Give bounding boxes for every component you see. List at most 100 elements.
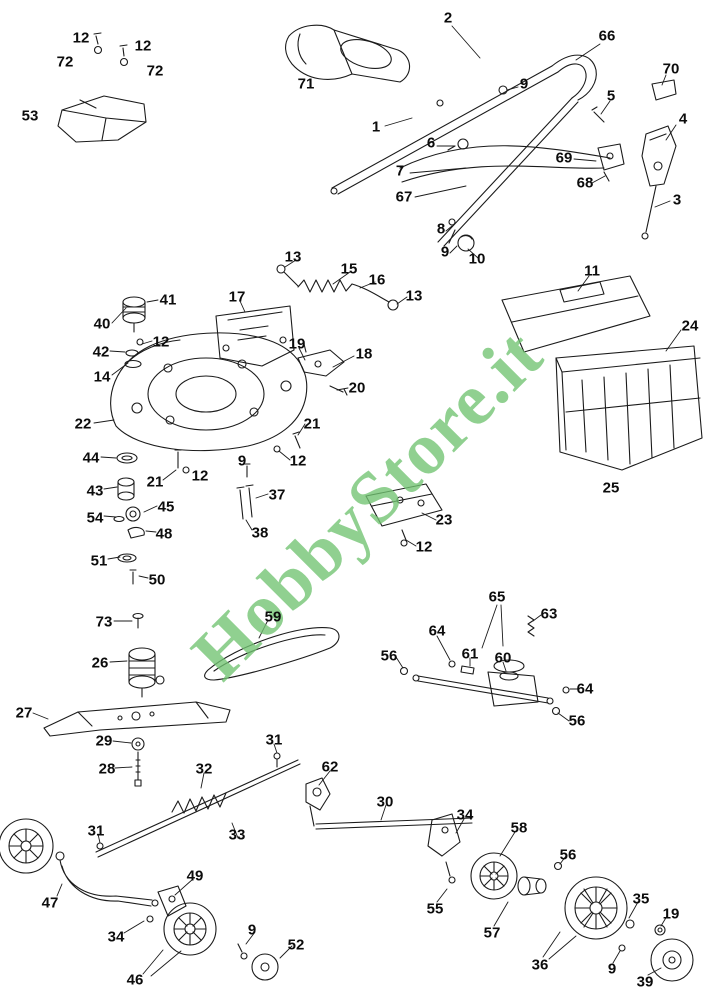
- part-label-7: 7: [395, 162, 405, 180]
- screw-73: [132, 612, 144, 629]
- plate-23: [365, 483, 443, 527]
- leader-lines: [32, 25, 682, 977]
- part-label-37: 37: [268, 486, 286, 504]
- part-label-2: 2: [443, 9, 453, 27]
- fasteners-top-left: [93, 32, 129, 67]
- part-label-8: 8: [436, 220, 446, 238]
- part-label-52: 52: [287, 936, 305, 954]
- part-label-26: 26: [91, 654, 109, 672]
- part-label-62: 62: [321, 758, 339, 776]
- part-label-35: 35: [632, 890, 650, 908]
- deck-22: [110, 332, 308, 452]
- washer-52: [251, 953, 279, 981]
- part-label-31: 31: [265, 731, 283, 749]
- part-label-63: 63: [540, 605, 558, 623]
- belt-59: [204, 626, 340, 681]
- hanger-62: [305, 777, 331, 811]
- part-label-17: 17: [228, 288, 246, 306]
- part-label-47: 47: [41, 894, 59, 912]
- part-label-28: 28: [98, 760, 116, 778]
- spring-15-16: [276, 264, 399, 311]
- part-label-64: 64: [428, 622, 446, 640]
- part-label-3: 3: [672, 191, 682, 209]
- part-label-19: 19: [662, 905, 680, 923]
- part-label-16: 16: [368, 271, 386, 289]
- part-label-12: 12: [134, 37, 152, 55]
- part-label-13: 13: [405, 287, 423, 305]
- part-label-61: 61: [461, 645, 479, 663]
- blade-27: [43, 701, 231, 737]
- part-label-33: 33: [228, 826, 246, 844]
- part-label-34: 34: [107, 928, 125, 946]
- part-label-34: 34: [456, 806, 474, 824]
- part-label-1: 1: [371, 118, 381, 136]
- rear-housing-17: [215, 305, 295, 367]
- part-label-19: 19: [288, 335, 306, 353]
- part-label-48: 48: [155, 525, 173, 543]
- part-label-9: 9: [519, 75, 529, 93]
- front-left-wheel: [0, 818, 54, 874]
- part-label-46: 46: [126, 971, 144, 989]
- part-label-32: 32: [195, 760, 213, 778]
- part-label-55: 55: [426, 900, 444, 918]
- part-label-56: 56: [380, 647, 398, 665]
- door-11: [501, 275, 651, 353]
- part-label-24: 24: [681, 317, 699, 335]
- bracket-49: [146, 885, 187, 923]
- part-label-31: 31: [87, 822, 105, 840]
- deck-small-parts: [113, 431, 408, 585]
- part-label-27: 27: [15, 704, 33, 722]
- part-label-58: 58: [510, 819, 528, 837]
- part-label-21: 21: [303, 415, 321, 433]
- part-label-12: 12: [72, 29, 90, 47]
- wheel-36-hardware: [564, 876, 694, 982]
- lever-47: [55, 851, 159, 907]
- part-label-59: 59: [264, 608, 282, 626]
- part-label-36: 36: [531, 956, 549, 974]
- part-label-53: 53: [21, 107, 39, 125]
- pulley-26: [128, 647, 165, 698]
- part-label-68: 68: [576, 174, 594, 192]
- part-label-57: 57: [483, 924, 501, 942]
- part-label-66: 66: [598, 27, 616, 45]
- part-label-5: 5: [606, 87, 616, 105]
- part-label-60: 60: [494, 649, 512, 667]
- part-label-23: 23: [435, 511, 453, 529]
- part-label-9: 9: [607, 960, 617, 978]
- part-label-69: 69: [555, 149, 573, 167]
- part-label-18: 18: [355, 345, 373, 363]
- part-label-45: 45: [157, 498, 175, 516]
- engine-pulley-40-41: [122, 296, 146, 369]
- part-label-42: 42: [92, 343, 110, 361]
- part-label-50: 50: [148, 571, 166, 589]
- part-label-51: 51: [90, 552, 108, 570]
- part-label-30: 30: [376, 793, 394, 811]
- part-label-9: 9: [440, 243, 450, 261]
- part-label-25: 25: [602, 479, 620, 497]
- part-label-12: 12: [289, 452, 307, 470]
- part-label-4: 4: [678, 110, 688, 128]
- wheel-46: [163, 902, 248, 960]
- handle-lower-fasteners: [448, 218, 475, 252]
- part-label-54: 54: [86, 509, 104, 527]
- part-label-11: 11: [584, 262, 600, 280]
- axle-30-34-55: [309, 805, 473, 884]
- part-label-64: 64: [576, 680, 594, 698]
- part-label-67: 67: [395, 188, 413, 206]
- blade-bolt-28-29: [131, 737, 145, 787]
- part-label-13: 13: [284, 248, 302, 266]
- cover-53: [57, 95, 147, 143]
- part-label-22: 22: [74, 415, 92, 433]
- part-label-20: 20: [348, 379, 366, 397]
- part-label-65: 65: [488, 588, 506, 606]
- part-label-39: 39: [636, 973, 654, 991]
- part-label-21: 21: [146, 473, 164, 491]
- part-label-72: 72: [56, 53, 74, 71]
- part-label-12: 12: [191, 467, 209, 485]
- part-label-40: 40: [93, 315, 111, 333]
- part-label-29: 29: [95, 732, 113, 750]
- part-label-41: 41: [159, 291, 177, 309]
- part-label-12: 12: [415, 538, 433, 556]
